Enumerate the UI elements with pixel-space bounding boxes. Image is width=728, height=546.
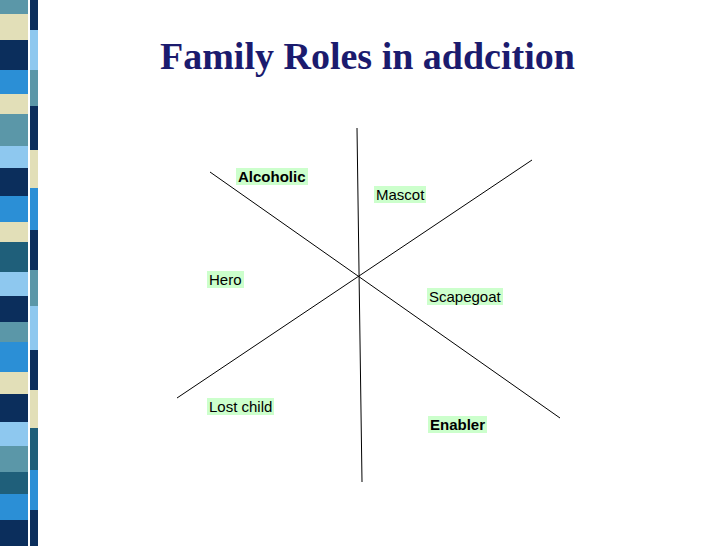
stripe-block [0, 520, 28, 546]
stripe-block [30, 0, 38, 30]
stripe-block [0, 472, 28, 494]
stripe-block [0, 422, 28, 446]
stripe-block [30, 30, 38, 70]
stripe-block [30, 390, 38, 428]
stripe-block [0, 70, 28, 94]
stripe-column [30, 0, 38, 546]
stripe-column [0, 0, 28, 546]
divider-line [357, 128, 362, 482]
stripe-block [30, 270, 38, 306]
stripe-block [0, 0, 28, 14]
stripe-block [0, 14, 28, 40]
stripe-block [0, 372, 28, 394]
stripe-block [30, 70, 38, 106]
stripe-border [0, 0, 40, 546]
slide-title: Family Roles in addcition [160, 36, 575, 78]
stripe-block [0, 114, 28, 146]
stripe-block [0, 394, 28, 422]
stripe-block [30, 150, 38, 188]
stripe-block [0, 94, 28, 114]
stripe-block [0, 40, 28, 70]
ellipse-shape [123, 128, 633, 510]
divider-line [177, 160, 532, 398]
stripe-block [0, 494, 28, 520]
role-ellipse: AlcoholicMascotHeroScapegoatLost childEn… [123, 128, 633, 510]
stripe-block [0, 342, 28, 372]
stripe-block [0, 146, 28, 168]
role-label: Alcoholic [236, 168, 308, 185]
stripe-block [30, 470, 38, 510]
stripe-block [30, 230, 38, 270]
stripe-block [30, 306, 38, 350]
role-label: Hero [207, 271, 244, 288]
stripe-block [30, 510, 38, 546]
stripe-block [30, 188, 38, 230]
stripe-block [0, 196, 28, 222]
stripe-block [30, 428, 38, 470]
stripe-block [0, 296, 28, 322]
stripe-block [0, 222, 28, 242]
stripe-block [30, 350, 38, 390]
stripe-block [0, 446, 28, 472]
role-label: Mascot [374, 186, 426, 203]
stripe-block [30, 106, 38, 150]
role-label: Scapegoat [427, 288, 503, 305]
stripe-block [0, 168, 28, 196]
role-label: Enabler [428, 416, 487, 433]
stripe-block [0, 322, 28, 342]
stripe-block [0, 272, 28, 296]
divider-line [210, 172, 560, 418]
role-label: Lost child [207, 398, 274, 415]
stripe-block [0, 242, 28, 272]
